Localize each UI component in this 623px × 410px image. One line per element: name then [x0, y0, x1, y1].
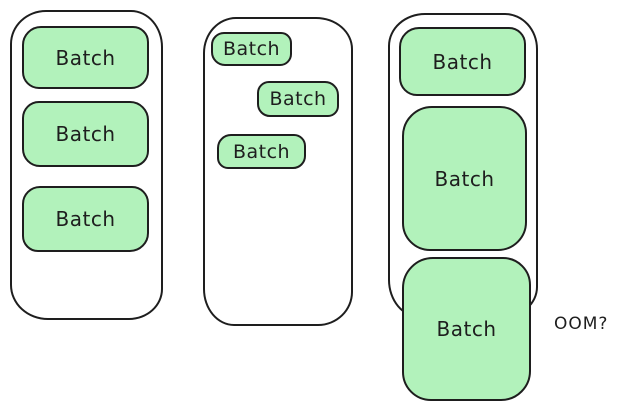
batch-box: Batch: [22, 186, 149, 252]
oom-annotation: OOM?: [554, 314, 609, 334]
container-overflowing-batches: Batch Batch Batch: [388, 13, 538, 401]
batch-box: Batch: [402, 106, 527, 251]
batch-box: Batch: [22, 26, 149, 89]
batch-label: Batch: [232, 140, 291, 163]
batch-box: Batch: [22, 101, 149, 167]
batch-box: Batch: [211, 32, 292, 66]
batch-label: Batch: [55, 122, 116, 146]
batch-label: Batch: [55, 207, 116, 231]
batch-label: Batch: [55, 45, 116, 70]
batch-box: Batch: [217, 134, 306, 169]
batch-label: Batch: [434, 166, 495, 191]
batch-box: Batch: [399, 27, 526, 96]
batch-box-overflowing: Batch: [402, 257, 531, 401]
batch-box: Batch: [257, 81, 339, 117]
batch-label: Batch: [222, 38, 281, 60]
batch-label: Batch: [436, 317, 497, 341]
batch-label: Batch: [432, 49, 493, 74]
container-uniform-batches: Batch Batch Batch: [10, 10, 163, 320]
batch-label: Batch: [269, 88, 327, 110]
container-staggered-batches: Batch Batch Batch: [203, 17, 353, 326]
